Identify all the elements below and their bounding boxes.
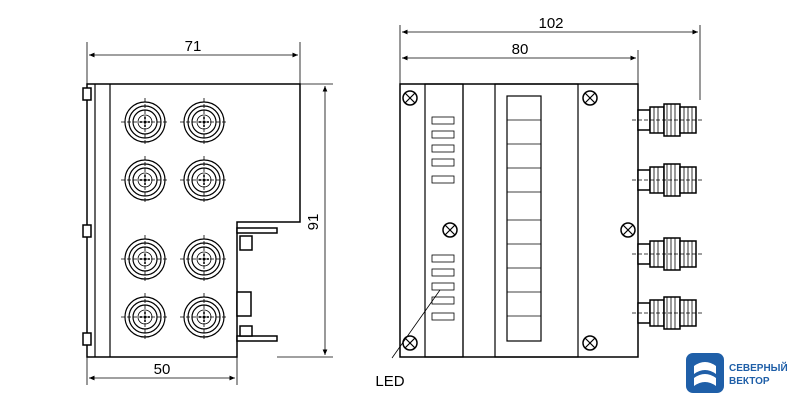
screw-icon (582, 90, 598, 106)
dim-right-body-width: 80 (512, 41, 529, 58)
left-view: 71 50 91 (82, 38, 333, 385)
side-connector-icon (631, 103, 705, 137)
left-housing-outline (86, 83, 301, 358)
side-connector-icon (631, 163, 705, 197)
dim-left-height: 91 (305, 214, 322, 231)
logo-line-1: СЕВЕРНЫЙ (729, 361, 788, 374)
led-group-bottom (431, 254, 455, 321)
logo-line-2: ВЕКТОР (729, 376, 770, 387)
screw-icon (442, 222, 458, 238)
screw-icon (402, 90, 418, 106)
screw-icon (402, 335, 418, 351)
side-connector-icon (631, 296, 705, 330)
right-view: LED 102 80 (375, 15, 705, 390)
dim-left-width-top: 71 (185, 38, 202, 55)
led-label: LED (375, 373, 404, 390)
dim-left-width-bottom: 50 (154, 361, 171, 378)
led-group-top (431, 116, 455, 184)
right-housing-outline (399, 83, 639, 358)
dim-right-total-width: 102 (538, 15, 563, 32)
led-leader-line (391, 289, 441, 359)
screw-icon (620, 222, 636, 238)
brand-logo: СЕВЕРНЫЙ ВЕКТОР (686, 353, 788, 393)
side-connector-icon (631, 237, 705, 271)
screw-icon (582, 335, 598, 351)
severny-vektor-logo-icon (686, 353, 724, 393)
